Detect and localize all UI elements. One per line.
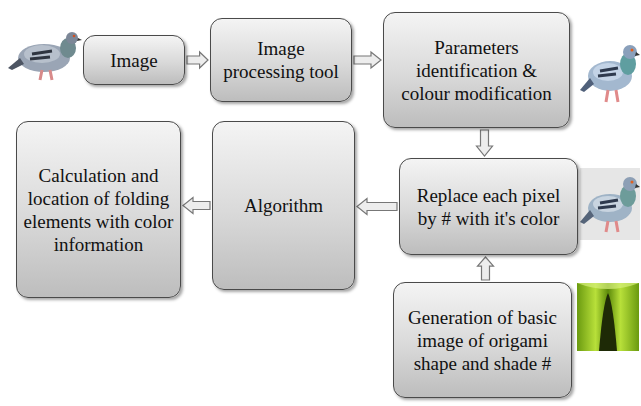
- block-arrow: [477, 130, 493, 156]
- pixelated-pigeon-picture: [580, 168, 640, 240]
- output-box: Calculation and location of folding elem…: [16, 121, 181, 298]
- box-label: Algorithm: [244, 194, 323, 217]
- box-label: Calculation and location of folding elem…: [23, 164, 174, 256]
- process-box: Replace each pixel by # with it's color: [399, 158, 578, 255]
- box-label: Image processing tool: [217, 37, 345, 83]
- block-arrow: [478, 257, 494, 280]
- process-box: Generation of basic image of origami sha…: [393, 282, 572, 398]
- pigeon-picture: [580, 38, 640, 106]
- origami-shape-picture: [577, 283, 639, 351]
- box-label: Generation of basic image of origami sha…: [400, 306, 565, 375]
- box-label: Image: [110, 49, 157, 72]
- process-box: Parameters identification & colour modif…: [383, 12, 570, 128]
- process-box: Algorithm: [212, 121, 355, 290]
- pigeon-picture: [6, 24, 82, 86]
- block-arrow: [357, 199, 397, 215]
- block-arrow: [354, 52, 381, 68]
- block-arrow: [183, 198, 210, 214]
- box-label: Parameters identification & colour modif…: [390, 36, 563, 105]
- input-box: Image: [83, 35, 185, 85]
- box-label: Replace each pixel by # with it's color: [406, 184, 571, 230]
- block-arrow: [187, 52, 208, 68]
- process-box: Image processing tool: [210, 18, 352, 102]
